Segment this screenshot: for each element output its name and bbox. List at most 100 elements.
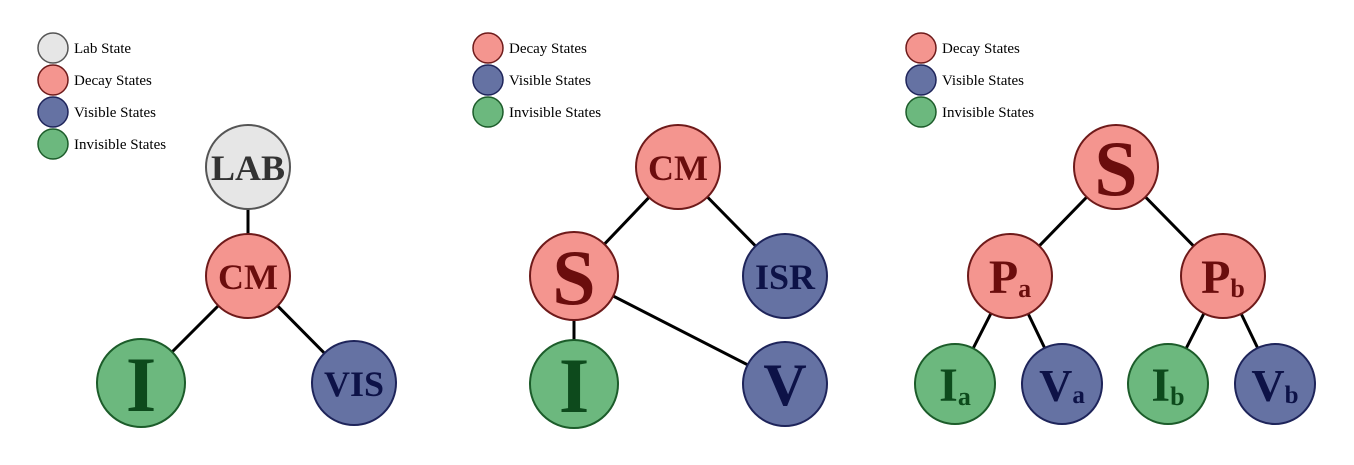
legend-swatch (37, 32, 69, 64)
node-label-main: V (1251, 360, 1284, 411)
legend-item-lab: Lab State (37, 32, 131, 64)
node-lab: LAB (205, 124, 291, 210)
node-label: CM (218, 257, 278, 297)
node-label: I (126, 341, 156, 428)
legend-item-decay: Decay States (905, 32, 1020, 64)
node-va: Va (1021, 343, 1103, 425)
diagram-nodes: LAB CM I VIS (96, 124, 397, 428)
legend-item-decay: Decay States (37, 64, 152, 96)
node-circle (96, 338, 186, 428)
node-s: S (529, 231, 619, 321)
node-isr: ISR (742, 233, 828, 319)
legend-label: Visible States (509, 73, 591, 89)
node-label: S (552, 234, 595, 321)
legend-swatch (905, 64, 937, 96)
node-label-subscript: b (1230, 274, 1244, 303)
node-label: LAB (211, 148, 285, 188)
node-circle (529, 231, 619, 321)
legend-label: Decay States (509, 41, 587, 57)
node-label: I (559, 342, 589, 429)
node-pb: Pb (1180, 233, 1266, 319)
legend-label: Lab State (74, 41, 131, 57)
node-vb: Vb (1234, 343, 1316, 425)
legend-item-decay: Decay States (472, 32, 587, 64)
node-circle (1127, 343, 1209, 425)
node-i: I (529, 339, 619, 429)
node-label: V (763, 352, 806, 418)
legend-label: Invisible States (74, 137, 166, 153)
node-circle (742, 341, 828, 427)
node-circle (914, 343, 996, 425)
legend-swatch (472, 64, 504, 96)
node-label-main: P (989, 251, 1018, 304)
legend-swatch (472, 96, 504, 128)
node-label-subscript: a (1072, 382, 1085, 409)
node-label: VIS (324, 364, 384, 404)
legend-item-visible: Visible States (905, 64, 1024, 96)
legend-item-visible: Visible States (472, 64, 591, 96)
node-label-main: I (559, 342, 589, 429)
node-label-main: CM (218, 257, 278, 297)
diagram-nodes: CM S ISR I V (529, 124, 828, 429)
node-circle (742, 233, 828, 319)
node-circle (205, 233, 291, 319)
node-label-main: S (1094, 125, 1137, 212)
node-label-main: LAB (211, 148, 285, 188)
legend-swatch (37, 128, 69, 160)
legend-label: Visible States (74, 105, 156, 121)
node-circle (529, 339, 619, 429)
node-label: ISR (755, 257, 816, 297)
node-label-subscript: b (1285, 382, 1299, 409)
node-circle (1234, 343, 1316, 425)
node-label-main: ISR (755, 257, 816, 297)
node-label-main: VIS (324, 364, 384, 404)
node-ia: Ia (914, 343, 996, 425)
node-label-main: I (1151, 359, 1170, 412)
legend-label: Decay States (74, 73, 152, 89)
legend-item-invisible: Invisible States (472, 96, 601, 128)
legend-label: Invisible States (942, 105, 1034, 121)
node-cm: CM (205, 233, 291, 319)
node-circle (1021, 343, 1103, 425)
node-s: S (1073, 124, 1159, 212)
legend-label: Invisible States (509, 105, 601, 121)
node-label-main: CM (648, 148, 708, 188)
node-label-main: V (1039, 360, 1072, 411)
legend-label: Decay States (942, 41, 1020, 57)
legend-swatch (905, 96, 937, 128)
node-i: I (96, 338, 186, 428)
node-label: Va (1039, 360, 1085, 411)
node-circle (967, 233, 1053, 319)
legend-swatch (37, 96, 69, 128)
node-label: Ia (939, 359, 971, 412)
node-label: Pb (1201, 251, 1245, 304)
legend-item-invisible: Invisible States (905, 96, 1034, 128)
node-label: Pa (989, 251, 1031, 304)
legend-label: Visible States (942, 73, 1024, 89)
legend-swatch (905, 32, 937, 64)
node-label-subscript: a (958, 382, 971, 411)
node-label-main: S (552, 234, 595, 321)
node-label: Vb (1251, 360, 1298, 411)
node-ib: Ib (1127, 343, 1209, 425)
legend-swatch (37, 64, 69, 96)
node-circle (635, 124, 721, 210)
node-circle (1073, 124, 1159, 210)
node-circle (311, 340, 397, 426)
node-circle (205, 124, 291, 210)
node-label-main: V (763, 352, 806, 418)
node-label-main: I (939, 359, 958, 412)
node-pa: Pa (967, 233, 1053, 319)
node-label-subscript: b (1170, 382, 1184, 411)
node-v: V (742, 341, 828, 427)
legend-item-visible: Visible States (37, 96, 156, 128)
node-cm: CM (635, 124, 721, 210)
